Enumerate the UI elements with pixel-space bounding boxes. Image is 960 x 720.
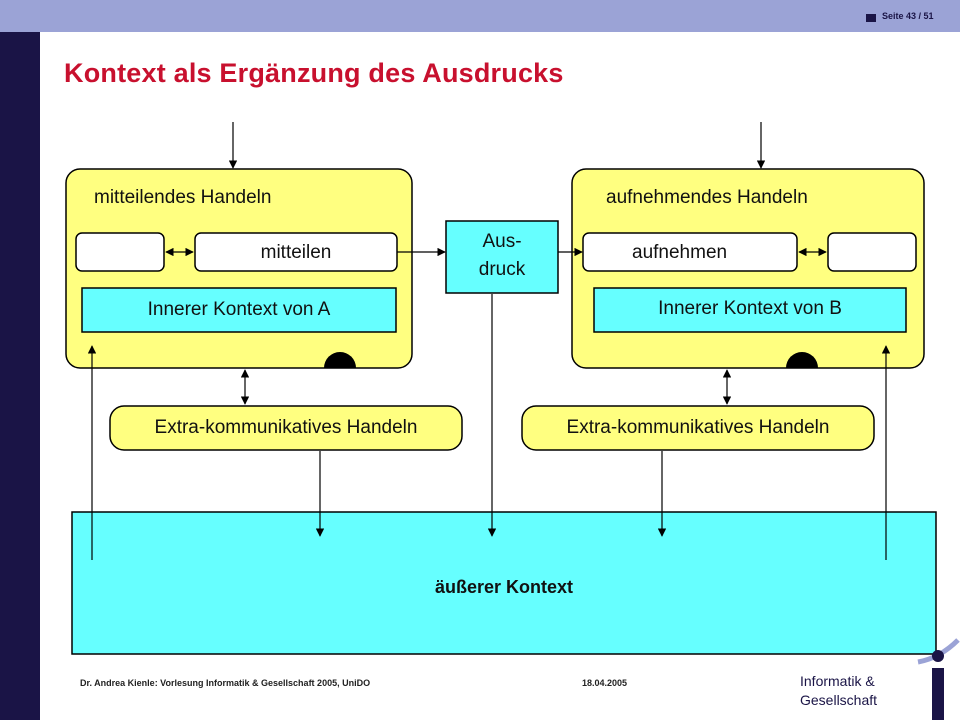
expression-label-line1: Aus- xyxy=(482,231,522,252)
left-box-title: mitteilendes Handeln xyxy=(94,187,272,208)
right-half-circle-icon xyxy=(786,352,818,368)
right-box-title: aufnehmendes Handeln xyxy=(606,187,808,208)
outer-context-label: äußerer Kontext xyxy=(434,577,574,597)
right-small-box xyxy=(827,232,917,272)
extra-left-label: Extra-kommunikatives Handeln xyxy=(154,417,418,438)
expression-label-line2: druck xyxy=(478,259,526,280)
aufnehmen-label: aufnehmen xyxy=(632,242,728,263)
footer-date: 18.04.2005 xyxy=(582,678,628,688)
footer-org-line1: Informatik & xyxy=(800,673,875,689)
inner-context-a-label: Innerer Kontext von A xyxy=(147,299,331,320)
footer-org-line2: Gesellschaft xyxy=(800,692,878,708)
outer-context-box xyxy=(71,511,937,655)
mitteilen-label: mitteilen xyxy=(260,242,332,263)
slide-title: Kontext als Ergänzung des Ausdrucks xyxy=(64,58,564,88)
expression-box xyxy=(445,220,559,294)
page-marker-icon xyxy=(866,14,876,22)
informatik-logo-icon xyxy=(917,638,960,720)
footer-org: Informatik & Gesellschaft xyxy=(800,672,877,710)
footer-author: Dr. Andrea Kienle: Vorlesung Informatik … xyxy=(80,678,371,688)
inner-context-b-label: Innerer Kontext von B xyxy=(658,298,842,319)
extra-right-box xyxy=(521,405,875,451)
extra-left-box xyxy=(109,405,463,451)
inner-context-a-box xyxy=(81,287,397,333)
aufnehmen-box xyxy=(582,232,798,272)
extra-right-label: Extra-kommunikatives Handeln xyxy=(566,417,830,438)
top-bar xyxy=(0,0,960,32)
page-indicator: Seite 43 / 51 xyxy=(882,11,934,21)
inner-context-b-box xyxy=(593,287,907,333)
left-small-box xyxy=(75,232,165,272)
left-half-circle-icon xyxy=(324,352,356,368)
left-sidebar xyxy=(0,32,40,720)
